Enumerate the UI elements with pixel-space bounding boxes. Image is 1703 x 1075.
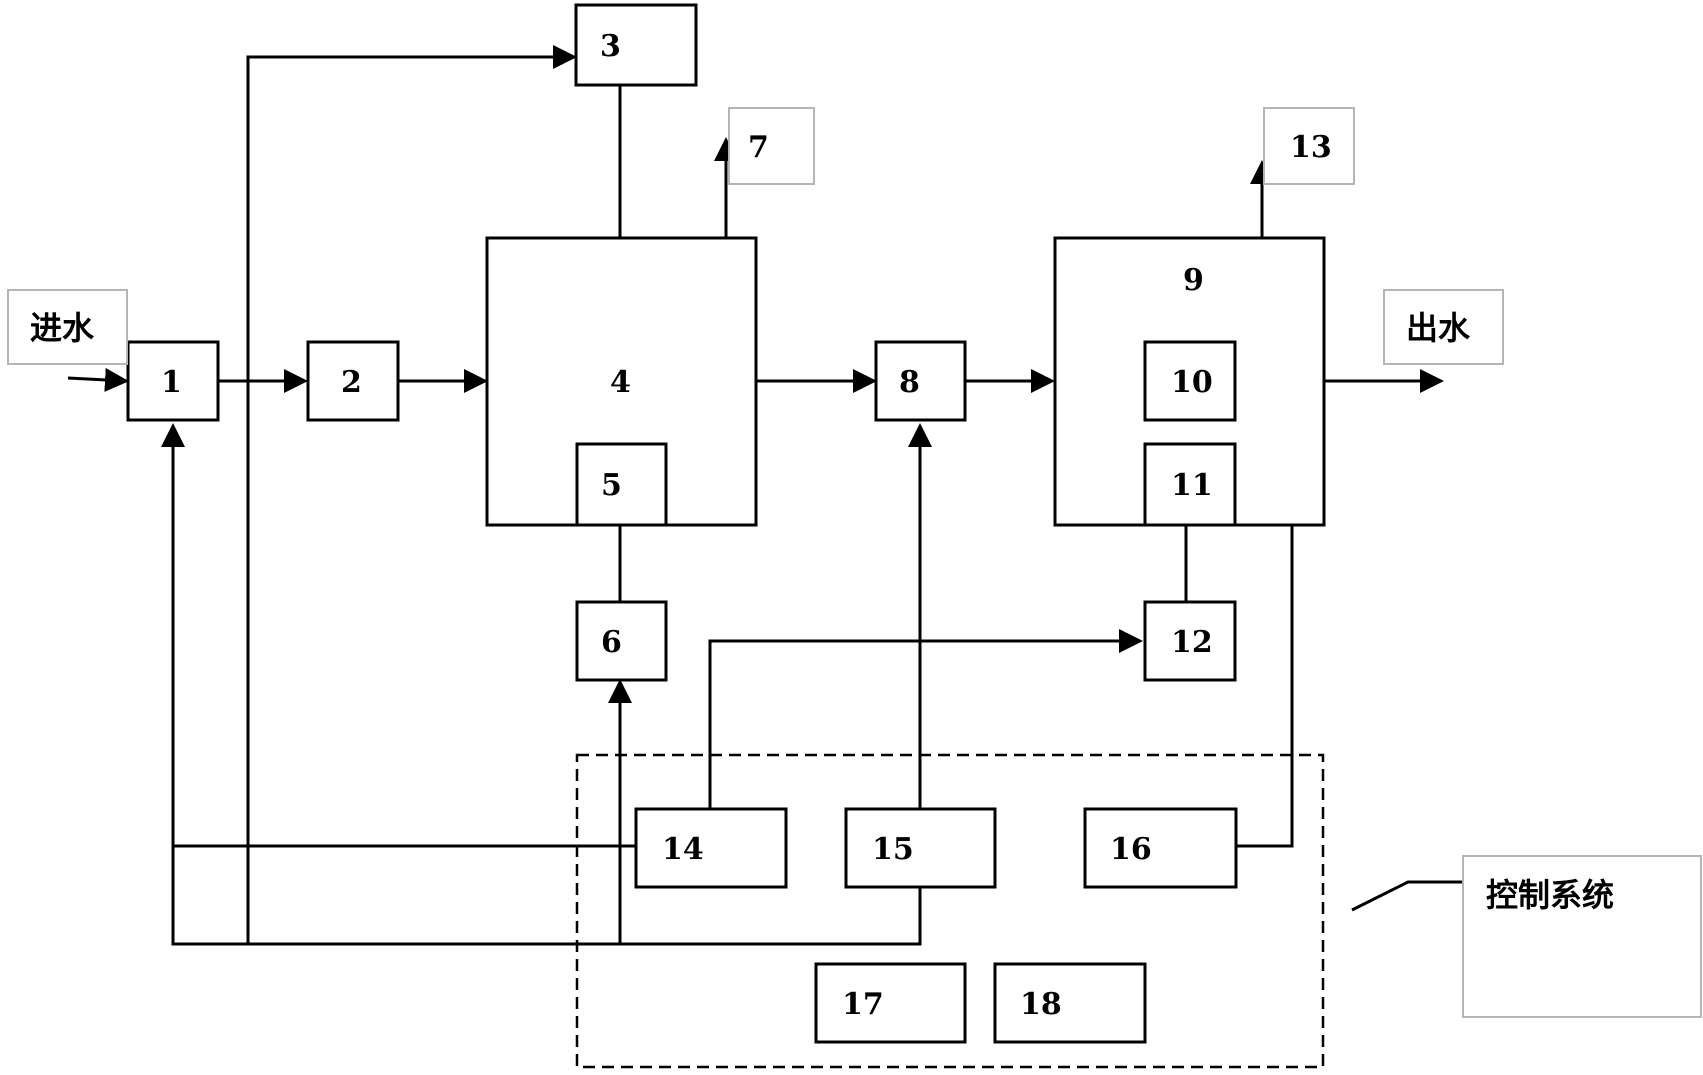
unit-14: 14	[634, 807, 788, 889]
unit-3: 3	[574, 3, 698, 87]
control-14-to-12	[708, 629, 1143, 809]
unit-8-label: 8	[899, 365, 920, 400]
outlet-label: 出水	[1406, 309, 1471, 347]
inlet-arrow	[67, 367, 129, 392]
unit-2-label: 2	[341, 365, 362, 400]
unit-7-label: 7	[748, 130, 769, 165]
unit-14-label: 14	[662, 832, 704, 867]
unit-17-label: 17	[842, 987, 884, 1022]
unit-11: 11	[1143, 442, 1237, 527]
control-system-label-box: 控制系统	[1462, 855, 1702, 1018]
unit-5-label: 5	[601, 468, 622, 503]
inlet-label: 进水	[30, 309, 95, 347]
unit-7: 7	[728, 107, 815, 185]
flow-bypass-to-3	[246, 45, 577, 944]
unit-16: 16	[1083, 807, 1238, 889]
control-15-bus	[171, 846, 922, 946]
unit-11-label: 11	[1171, 468, 1213, 503]
unit-17: 17	[814, 962, 967, 1044]
inlet-label-box: 进水	[7, 289, 128, 365]
unit-16-label: 16	[1110, 832, 1152, 867]
unit-15: 15	[844, 807, 997, 889]
control-system-label: 控制系统	[1486, 876, 1614, 914]
unit-5: 5	[575, 442, 668, 527]
unit-15-label: 15	[872, 832, 914, 867]
unit-12-label: 12	[1171, 625, 1213, 660]
outlet-label-box: 出水	[1383, 289, 1504, 365]
unit-1-label: 1	[161, 365, 182, 400]
connectors	[67, 45, 1470, 946]
unit-2: 2	[306, 340, 400, 422]
unit-18-label: 18	[1020, 987, 1062, 1022]
control-system-leader	[1351, 880, 1470, 912]
unit-3-label: 3	[600, 29, 621, 64]
unit-1: 1	[126, 340, 220, 422]
unit-4-label: 4	[610, 365, 631, 400]
unit-10: 10	[1143, 340, 1237, 422]
unit-13-label: 13	[1290, 130, 1332, 165]
unit-6: 6	[575, 600, 668, 682]
unit-18: 18	[993, 962, 1147, 1044]
unit-12: 12	[1143, 600, 1237, 682]
unit-9-label: 9	[1183, 263, 1204, 298]
unit-8: 8	[874, 340, 967, 422]
control-system-boundary	[575, 753, 1325, 1069]
unit-6-label: 6	[601, 625, 622, 660]
unit-10-label: 10	[1171, 365, 1213, 400]
unit-13: 13	[1263, 107, 1355, 185]
